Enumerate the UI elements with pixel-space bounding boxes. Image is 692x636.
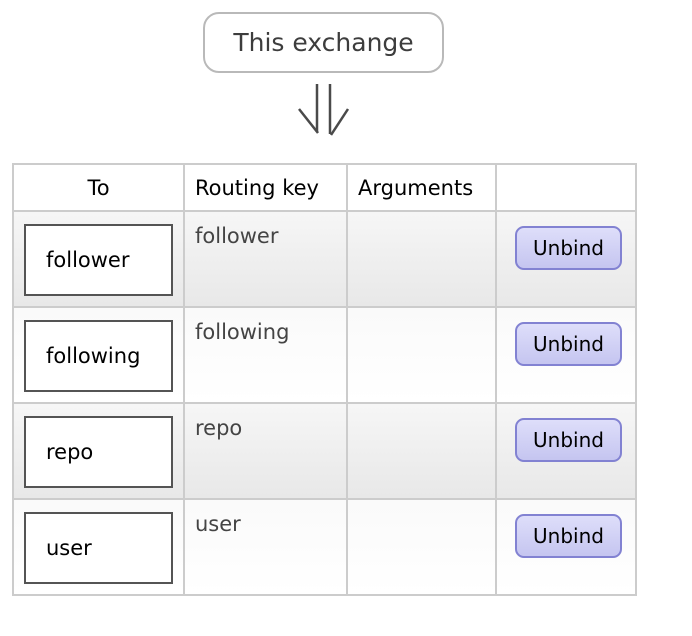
actions-cell: Unbind [495,306,637,404]
this-exchange-box: This exchange [203,12,444,73]
unbind-button[interactable]: Unbind [515,226,622,270]
to-cell: repo [12,402,185,500]
header-to: To [12,163,185,212]
table-row: following following Unbind [12,306,637,404]
to-cell: following [12,306,185,404]
header-arguments: Arguments [346,163,497,212]
routing-key-cell: repo [183,402,348,500]
queue-node-link[interactable]: user [24,512,173,584]
header-routing-key: Routing key [183,163,348,212]
header-actions [495,163,637,212]
bindings-table: To Routing key Arguments follower follow… [12,163,637,596]
actions-cell: Unbind [495,210,637,308]
routing-key-value: repo [195,416,243,440]
to-cell: follower [12,210,185,308]
routing-key-value: user [195,512,241,536]
queue-node-link[interactable]: follower [24,224,173,296]
to-cell: user [12,498,185,596]
routing-key-cell: user [183,498,348,596]
unbind-button[interactable]: Unbind [515,514,622,558]
arguments-cell [346,498,497,596]
arguments-cell [346,402,497,500]
actions-cell: Unbind [495,402,637,500]
routing-key-value: following [195,320,290,344]
table-header-row: To Routing key Arguments [12,163,637,212]
actions-cell: Unbind [495,498,637,596]
table-row: user user Unbind [12,498,637,596]
queue-node-link[interactable]: following [24,320,173,392]
unbind-button[interactable]: Unbind [515,322,622,366]
bindings-panel: This exchange To Routing key Arguments f… [12,0,637,596]
double-down-arrow-icon [297,84,349,136]
arguments-cell [346,210,497,308]
unbind-button[interactable]: Unbind [515,418,622,462]
table-row: follower follower Unbind [12,210,637,308]
table-row: repo repo Unbind [12,402,637,500]
routing-key-cell: follower [183,210,348,308]
routing-key-cell: following [183,306,348,404]
arguments-cell [346,306,497,404]
routing-key-value: follower [195,224,279,248]
binding-diagram: This exchange [12,0,635,137]
queue-node-link[interactable]: repo [24,416,173,488]
